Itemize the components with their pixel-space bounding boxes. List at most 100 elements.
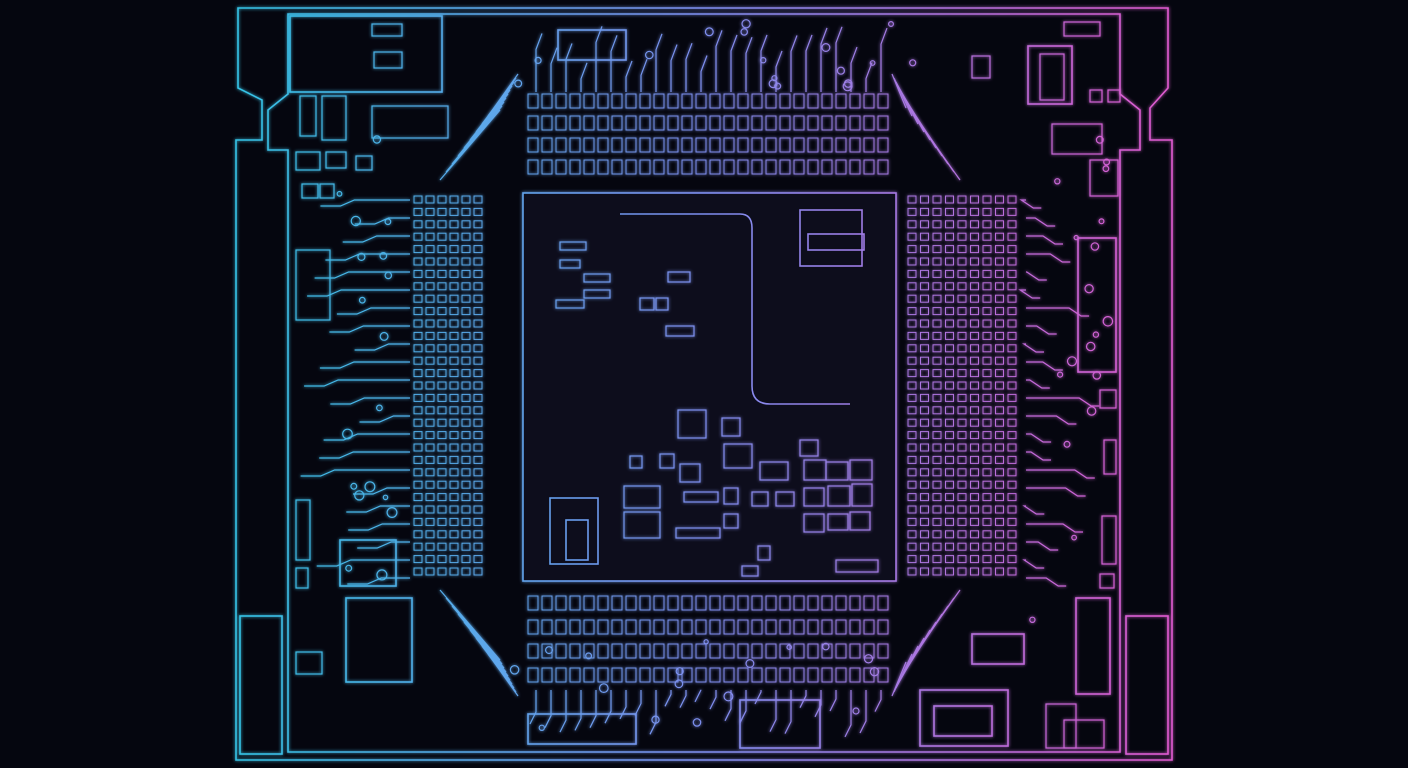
pad-right	[970, 307, 979, 316]
pad-right	[982, 406, 992, 415]
pad-right	[932, 567, 942, 576]
pad-right	[995, 468, 1004, 477]
outer-component	[295, 651, 323, 675]
pad-top	[793, 137, 805, 153]
pad-bottom	[681, 667, 693, 683]
pad-bottom	[737, 619, 749, 635]
pad-right	[982, 431, 992, 440]
pad-top	[793, 115, 805, 131]
outer-component	[1107, 89, 1121, 103]
trace-right	[1026, 379, 1050, 389]
via	[1092, 331, 1100, 338]
pad-left	[425, 468, 435, 477]
pad-right	[957, 282, 967, 291]
pad-bottom	[681, 619, 693, 635]
pad-top	[709, 93, 721, 109]
pad-left	[425, 307, 435, 316]
pad-right	[982, 455, 992, 464]
pad-left	[425, 381, 435, 390]
pad-left	[425, 282, 435, 291]
pad-left	[473, 356, 483, 365]
pad-right	[932, 418, 942, 427]
trace-top	[880, 27, 888, 92]
pad-left	[473, 232, 483, 241]
via	[1054, 178, 1061, 185]
pad-right	[970, 480, 979, 489]
pad-right	[945, 195, 954, 204]
pad-left	[413, 319, 423, 328]
routing-traces	[300, 26, 1100, 738]
pad-right	[970, 542, 979, 551]
pad-right	[945, 567, 954, 576]
pad-bottom	[597, 643, 609, 659]
die-component	[639, 297, 655, 311]
pad-right	[945, 369, 954, 378]
trace-bottom	[799, 690, 807, 708]
pad-right	[920, 381, 929, 390]
die-component	[775, 491, 795, 507]
pad-bottom	[723, 643, 735, 659]
pad-left	[437, 307, 447, 316]
via	[376, 404, 383, 412]
pad-right	[920, 331, 929, 340]
trace-right	[1026, 397, 1100, 407]
pad-right	[995, 245, 1004, 254]
pad-bottom	[863, 595, 875, 611]
trace-bottom	[859, 690, 867, 734]
pad-right	[907, 294, 917, 303]
via	[723, 691, 734, 702]
pad-top	[751, 137, 763, 153]
pad-top	[807, 159, 819, 175]
pad-right	[970, 406, 979, 415]
pad-right	[907, 406, 917, 415]
via	[768, 79, 778, 89]
pad-bottom	[639, 619, 651, 635]
pad-bottom	[667, 619, 679, 635]
trace-bottom	[829, 690, 837, 712]
via	[771, 75, 778, 82]
pad-bottom	[611, 619, 623, 635]
pad-left	[473, 542, 483, 551]
pad-left	[437, 257, 447, 266]
pad-left	[449, 542, 459, 551]
pad-top	[835, 159, 847, 175]
pad-bottom	[877, 667, 889, 683]
bottom-connector-left	[527, 713, 637, 745]
pad-bottom	[667, 595, 679, 611]
pad-bottom	[779, 595, 791, 611]
pad-top	[625, 93, 637, 109]
via	[821, 42, 831, 52]
pad-left	[461, 356, 471, 365]
pad-top	[527, 115, 539, 131]
pad-left	[437, 344, 447, 353]
outer-component	[1045, 703, 1077, 749]
pad-left	[473, 195, 483, 204]
pad-left	[449, 257, 459, 266]
pad-right	[932, 257, 942, 266]
pad-top	[555, 115, 567, 131]
pad-right	[920, 369, 929, 378]
pad-left	[473, 307, 483, 316]
pad-left	[473, 493, 483, 502]
pad-left	[473, 555, 483, 564]
pad-right	[995, 555, 1004, 564]
pad-right	[945, 542, 954, 551]
pad-left	[413, 282, 423, 291]
pad-right	[982, 493, 992, 502]
pad-left	[461, 555, 471, 564]
trace-fan-top-right	[893, 77, 913, 117]
pad-bottom	[653, 643, 665, 659]
pad-right	[957, 307, 967, 316]
pad-right	[1007, 232, 1017, 241]
pad-bottom	[625, 619, 637, 635]
pad-bottom	[695, 619, 707, 635]
pad-left	[449, 369, 459, 378]
pad-right	[920, 505, 929, 514]
pad-top	[653, 115, 665, 131]
via	[869, 60, 876, 66]
pad-right	[907, 443, 917, 452]
pad-left	[473, 431, 483, 440]
pad-right	[982, 195, 992, 204]
trace-fan-top-right	[891, 73, 907, 109]
